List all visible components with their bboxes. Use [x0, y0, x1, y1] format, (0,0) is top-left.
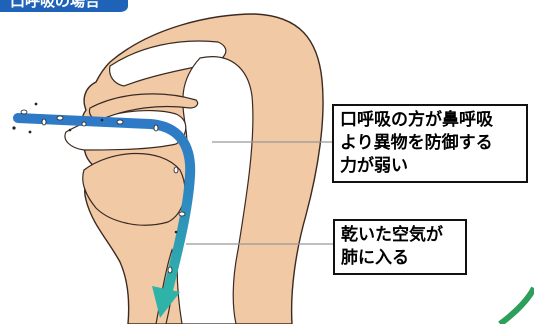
foreign-particles — [20, 109, 186, 274]
callout-defense-weak: 口呼吸の方が鼻呼吸 より異物を防御する 力が弱い — [332, 104, 528, 183]
tongue — [82, 152, 186, 226]
header-label: 口呼吸の場合 — [10, 0, 101, 10]
header-tag-bg — [0, 0, 128, 12]
header-tag: 口呼吸の場合 — [0, 0, 130, 12]
dust-specks — [12, 102, 178, 234]
callout-line: 口呼吸の方が鼻呼吸 — [340, 110, 493, 130]
callout-line: 肺に入る — [341, 248, 409, 268]
callout-line: 乾いた空気が — [341, 225, 443, 245]
callout-dry-air: 乾いた空気が 肺に入る — [333, 219, 467, 275]
airflow-arrowhead — [152, 286, 180, 318]
decorative-arc — [498, 286, 534, 324]
airflow-arrow — [13, 113, 196, 295]
callout-line: 力が弱い — [340, 156, 408, 176]
callout-line: より異物を防御する — [340, 133, 493, 153]
